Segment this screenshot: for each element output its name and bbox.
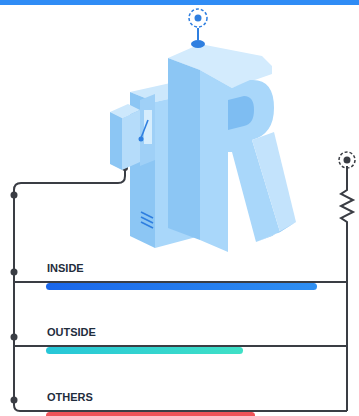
antenna-dot	[344, 157, 351, 164]
band-label: OUTSIDE	[46, 326, 98, 339]
colour-bar	[46, 347, 243, 354]
resistor-symbol	[341, 166, 353, 411]
band-label: INSIDE	[46, 262, 86, 275]
band-label: OTHERS	[46, 391, 95, 404]
colour-bar	[46, 283, 317, 290]
band-node: OTHERS	[46, 387, 255, 416]
band-node: INSIDE	[46, 258, 317, 290]
robot-body	[110, 9, 296, 252]
top-strip	[0, 0, 359, 5]
antenna-ring	[339, 152, 355, 168]
band-node: OUTSIDE	[46, 322, 243, 354]
colour-bar	[46, 412, 255, 416]
